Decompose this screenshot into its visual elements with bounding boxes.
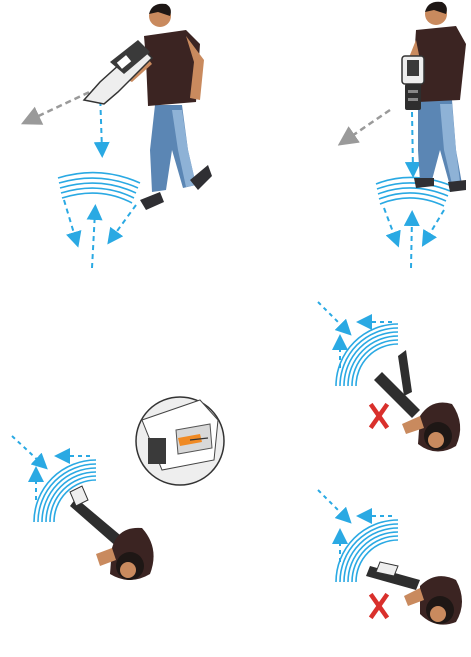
- top-view-correct-panel: [12, 397, 224, 580]
- top-view-person: [374, 350, 460, 452]
- direction-arrow: [30, 88, 98, 120]
- person-figure: [124, 4, 212, 210]
- side-view-vertical-panel: [346, 2, 466, 268]
- top-view-person: [366, 562, 462, 625]
- detector-closeup-inset: [136, 397, 224, 485]
- wave-fan: [376, 177, 452, 206]
- incoming-arrow: [12, 436, 42, 464]
- incoming-arrow: [318, 302, 346, 330]
- top-view-person: [70, 486, 154, 580]
- wrong-cross-mark: [372, 596, 386, 616]
- top-view-wrong-panel-2: [318, 490, 462, 625]
- direction-arrow: [346, 110, 390, 140]
- wave-fan: [58, 173, 140, 203]
- detector-vertical-icon: [402, 56, 424, 110]
- top-view-wrong-panel-1: [318, 302, 460, 452]
- wave-arcs: [336, 324, 398, 386]
- wrong-cross-mark: [372, 406, 386, 426]
- side-view-tilted-panel: [30, 4, 212, 268]
- incoming-arrow: [318, 490, 346, 518]
